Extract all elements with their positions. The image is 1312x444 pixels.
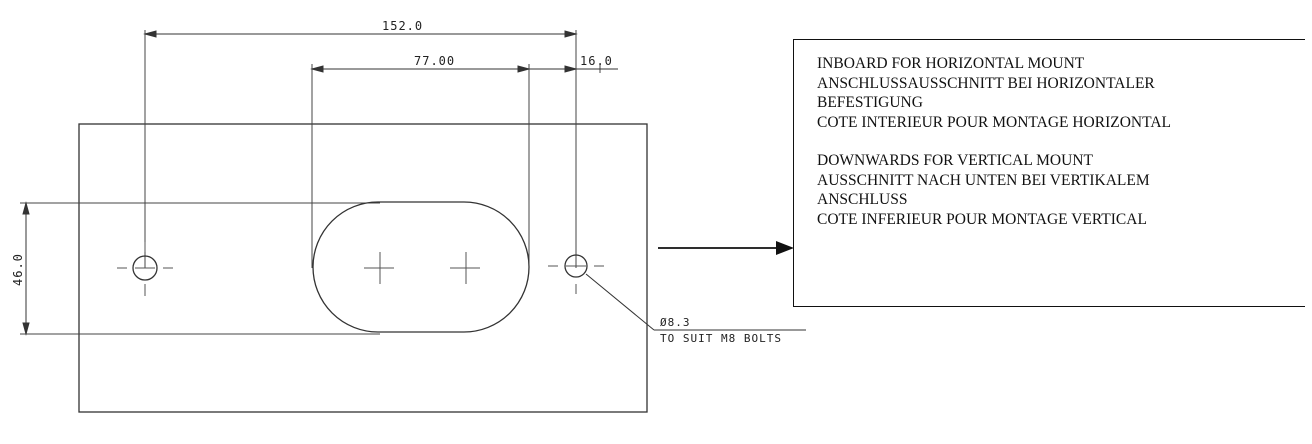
instruction-line: AUSSCHNITT NACH UNTEN BEI VERTIKALEM <box>817 171 1150 189</box>
horizontal-mount-instructions: INBOARD FOR HORIZONTAL MOUNT ANSCHLUSSAU… <box>817 54 1305 132</box>
slot-cutout <box>312 201 530 333</box>
plate-outline <box>78 123 648 413</box>
vertical-mount-instructions: DOWNWARDS FOR VERTICAL MOUNT AUSSCHNITT … <box>817 151 1305 229</box>
bolt-hole-left <box>132 255 158 281</box>
dim-slot-height: 46.0 <box>11 253 25 286</box>
instruction-line: ANSCHLUSSAUSSCHNITT BEI HORIZONTALER <box>817 74 1155 92</box>
extension-lines <box>20 30 601 335</box>
instruction-line: DOWNWARDS FOR VERTICAL MOUNT <box>817 152 1093 169</box>
pointer-arrow-head <box>776 241 794 255</box>
instruction-line: ANSCHLUSS <box>817 191 908 208</box>
instruction-line: BEFESTIGUNG <box>817 94 923 111</box>
dim-edge-offset: 16.0 <box>580 54 613 68</box>
hole-note: TO SUIT M8 BOLTS <box>660 332 782 345</box>
bolt-hole-left-centre <box>117 242 173 296</box>
bolt-hole-right-centre <box>548 265 604 294</box>
slot-centre-marks <box>364 252 480 284</box>
hole-diameter: Ø8.3 <box>660 316 691 329</box>
instruction-line: INBOARD FOR HORIZONTAL MOUNT <box>817 55 1085 72</box>
instruction-line: COTE INFERIEUR POUR MONTAGE VERTICAL <box>817 210 1147 228</box>
dim-slot-width: 77.00 <box>414 54 455 68</box>
hole-leader-line <box>585 273 655 331</box>
dim-overall-width: 152.0 <box>382 19 423 33</box>
bolt-hole-right <box>564 254 588 278</box>
instruction-line: COTE INTERIEUR POUR MONTAGE HORIZONTAL <box>817 113 1171 131</box>
dimension-lines <box>22 30 618 336</box>
mounting-instructions-box: INBOARD FOR HORIZONTAL MOUNT ANSCHLUSSAU… <box>793 39 1305 307</box>
